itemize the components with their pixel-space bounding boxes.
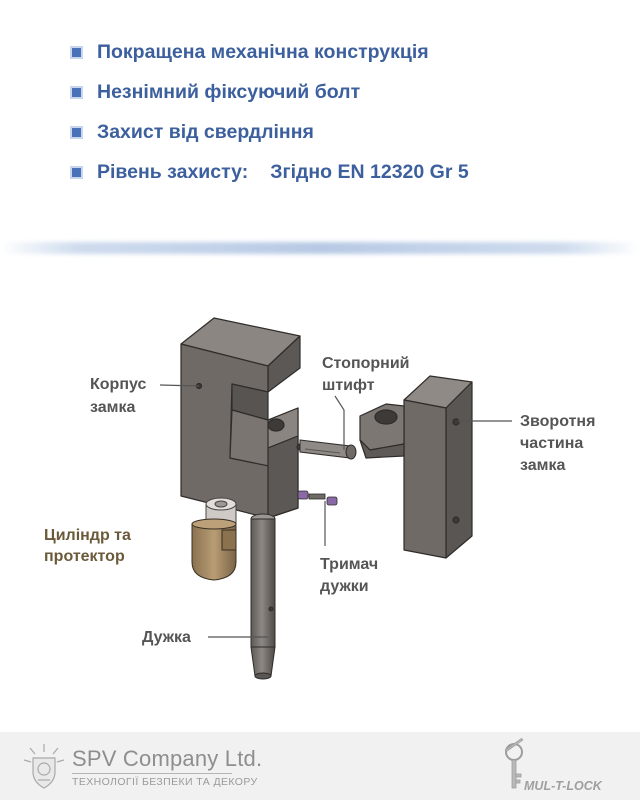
company-tagline: ТЕХНОЛОГІЇ БЕЗПЕКИ ТА ДЕКОРУ: [72, 776, 258, 788]
feature-list: Покращена механічна конструкція Незнімни…: [0, 0, 640, 240]
label-pin: штифт: [322, 377, 375, 394]
label-pin: Стопорний: [322, 355, 410, 372]
label-holder: дужки: [320, 578, 369, 595]
company-underline: [72, 773, 232, 774]
leader-line-pin: [334, 395, 345, 450]
label-back: Зворотня: [520, 413, 595, 430]
mul-t-lock-logo: MUL-T-LOCK: [504, 738, 603, 793]
feature-item: Незнімний фіксуючий болт: [72, 77, 360, 107]
spv-shield-logo: [23, 744, 65, 789]
feature-item: Покращена механічна конструкція: [72, 37, 429, 67]
feature-text: Захист від свердління: [97, 120, 314, 143]
feature-text: Покращена механічна конструкція: [97, 40, 429, 63]
back-part: [359, 375, 473, 559]
label-shackle: Дужка: [142, 629, 191, 646]
label-body: Корпус: [90, 376, 146, 393]
shackle-holder-part: [297, 490, 338, 506]
cylinder-part: [191, 497, 237, 581]
feature-item: Захист від свердління: [72, 117, 314, 147]
lock-body-part: [180, 317, 304, 519]
label-cylinder: протектор: [44, 548, 125, 565]
label-body: замка: [90, 399, 135, 416]
bullet-icon: [72, 87, 81, 97]
bullet-icon: [72, 167, 81, 177]
bullet-icon: [72, 47, 81, 57]
footer: SPV Company Ltd. ТЕХНОЛОГІЇ БЕЗПЕКИ ТА Д…: [0, 732, 640, 800]
label-back: замка: [520, 457, 565, 474]
brand-name: MUL-T-LOCK: [524, 779, 603, 793]
feature-value: Згідно EN 12320 Gr 5: [270, 160, 469, 183]
shackle-part: [250, 513, 276, 680]
exploded-diagram: Корпус замка Стопорний штифт Зворотня ча…: [44, 317, 595, 680]
bullet-icon: [72, 127, 81, 137]
feature-text: Рівень захисту:: [97, 160, 249, 183]
company-name: SPV Company Ltd.: [72, 746, 263, 771]
locking-pin-part: [299, 439, 357, 460]
feature-text: Незнімний фіксуючий болт: [97, 80, 361, 103]
label-cylinder: Циліндр та: [44, 527, 131, 544]
label-back: частина: [520, 435, 583, 452]
leader-line-body: [159, 384, 200, 387]
feature-item: Рівень захисту: Згідно EN 12320 Gr 5: [72, 157, 469, 187]
divider: [0, 242, 640, 254]
label-holder: Тримач: [320, 556, 378, 573]
